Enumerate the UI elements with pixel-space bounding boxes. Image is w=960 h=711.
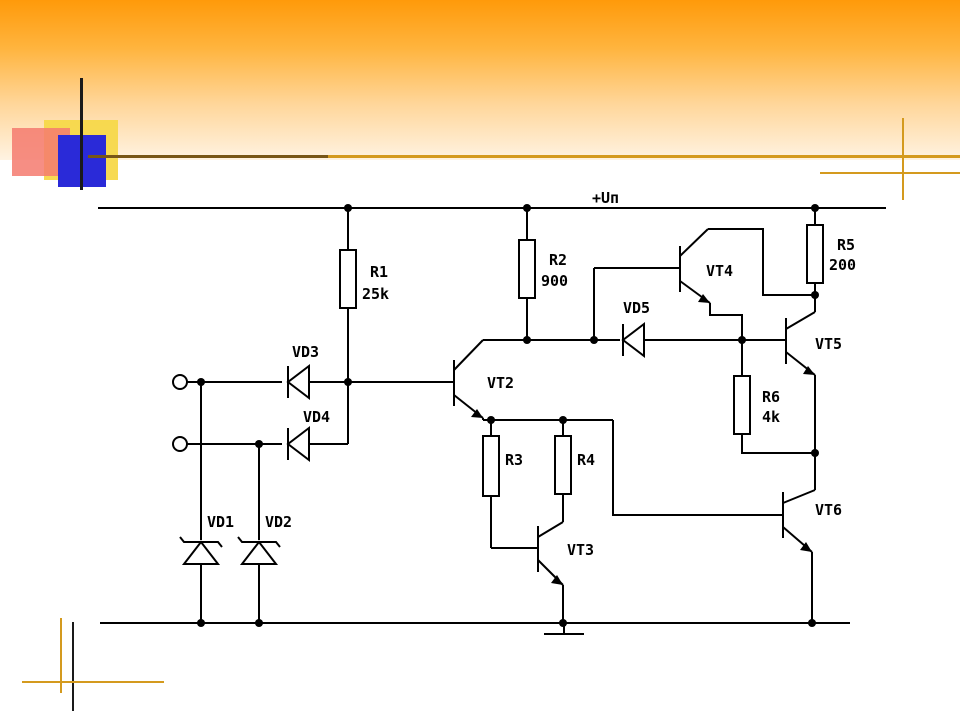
label-vd3: VD3 <box>292 343 319 361</box>
resistor-r6 <box>733 375 751 435</box>
diode-vd4 <box>286 425 348 463</box>
deco-vertical-line-top-left <box>80 78 83 190</box>
deco-vertical-line-bottom-left-2 <box>60 618 62 693</box>
resistor-r3 <box>482 435 500 497</box>
label-r2-name: R2 <box>549 251 567 269</box>
label-r2-value: 900 <box>541 272 568 290</box>
resistor-r1 <box>339 249 357 309</box>
label-vt3: VT3 <box>567 541 594 559</box>
label-r4: R4 <box>577 451 595 469</box>
transistor-vt5 <box>785 311 816 376</box>
label-vt4: VT4 <box>706 262 733 280</box>
deco-horizontal-line-top-dark <box>88 155 328 158</box>
label-vd5: VD5 <box>623 299 650 317</box>
diode-vd5 <box>621 321 645 359</box>
transistor-vt4 <box>679 228 711 304</box>
label-r5-value: 200 <box>829 256 856 274</box>
label-vt5: VT5 <box>815 335 842 353</box>
deco-horizontal-line-top <box>88 155 960 158</box>
label-r6-value: 4k <box>762 408 780 426</box>
deco-vertical-line-top-right <box>902 118 904 200</box>
zener-diode-vd1 <box>179 536 223 565</box>
resistor-r4 <box>554 435 572 495</box>
label-r6-name: R6 <box>762 388 780 406</box>
deco-horizontal-line-right <box>820 172 960 174</box>
label-vd1: VD1 <box>207 513 234 531</box>
label-vt6: VT6 <box>815 501 842 519</box>
resistor-r5 <box>806 224 824 284</box>
label-r1-value: 25k <box>362 285 389 303</box>
slide-header-gradient <box>0 0 960 160</box>
input-terminal-1 <box>172 374 188 390</box>
label-vd2: VD2 <box>265 513 292 531</box>
label-r3: R3 <box>505 451 523 469</box>
label-r1-name: R1 <box>370 263 388 281</box>
junction-dots <box>197 204 819 627</box>
deco-horizontal-line-bottom-left <box>22 681 164 683</box>
diode-vd3 <box>286 363 348 401</box>
transistor-vt2 <box>453 339 484 419</box>
transistor-vt6 <box>782 489 816 553</box>
zener-diode-vd2 <box>237 536 281 565</box>
deco-vertical-line-bottom-left <box>72 622 74 711</box>
supply-label: +Uп <box>592 189 619 207</box>
label-vd4: VD4 <box>303 408 330 426</box>
input-terminal-2 <box>172 436 188 452</box>
label-r5-name: R5 <box>837 236 855 254</box>
transistor-vt3 <box>537 521 564 586</box>
label-vt2: VT2 <box>487 374 514 392</box>
resistor-r2 <box>518 239 536 299</box>
